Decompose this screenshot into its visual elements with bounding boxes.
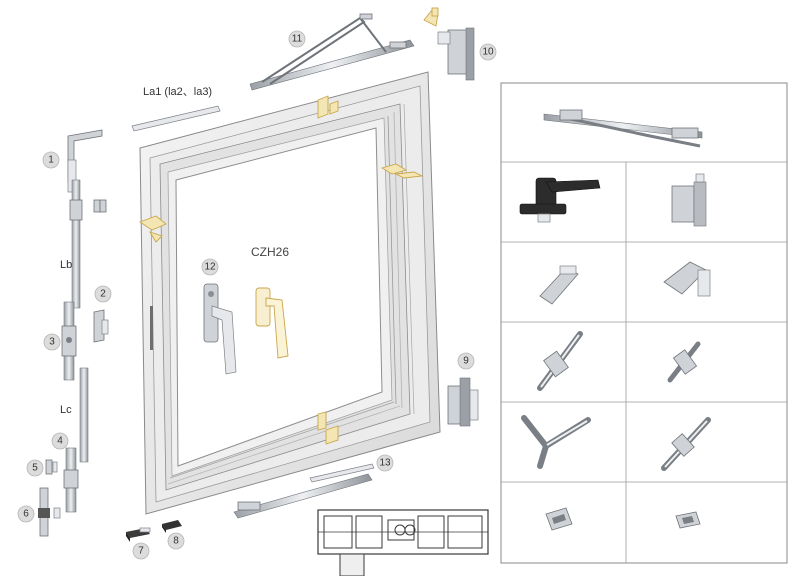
locking-4 [63,447,79,513]
callout-11: 11 [288,30,306,48]
svg-text:12: 12 [204,262,216,273]
svg-text:5: 5 [32,463,38,474]
hinge-9 [447,377,479,427]
cell-gearbox [537,331,583,391]
corner-drive [67,129,103,193]
frame-keeper-bottom [317,411,339,445]
bottom-stay-13 [233,463,375,519]
friction-stay-11 [249,13,415,91]
svg-text:4: 4 [57,436,63,447]
window-frame [139,71,441,515]
cell-corner-drive [521,415,591,469]
callout-2: 2 [94,285,112,303]
svg-text:6: 6 [23,509,29,520]
callout-5: 5 [26,459,44,477]
keeper-5 [45,459,58,475]
cell-friction-stay [543,109,703,148]
callout-9: 9 [457,352,475,370]
cell-locking-block [667,341,701,383]
handle-12 [203,283,237,375]
cell-hinge-top [671,173,707,227]
callout-8: 8 [167,532,185,550]
cell-black-handle [519,177,601,223]
product-grid [500,82,788,564]
keeper-2 [93,309,109,343]
frame-keeper-left [139,215,167,243]
callout-10: 10 [479,43,497,61]
callout-12: 12 [201,258,219,276]
cell-keeper-a [545,507,573,531]
svg-text:9: 9 [463,356,469,367]
callout-1: 1 [42,151,60,169]
lc-label: Lc [60,404,72,416]
block-7 [126,527,151,542]
profile-cross-section [317,509,489,576]
svg-text:8: 8 [173,536,179,547]
svg-text:3: 3 [49,337,55,348]
callout-6: 6 [17,505,35,523]
cell-corner-keeper [539,265,579,305]
handle-gold [255,287,289,359]
la-label: La1 (la2、la3) [143,86,212,98]
svg-text:7: 7 [138,546,144,557]
cell-hinge-bottom [663,261,711,297]
lc-rod: Lc [60,367,89,463]
svg-text:10: 10 [482,47,494,58]
callout-3: 3 [43,333,61,351]
gearbox-3 [61,301,77,381]
callout-4: 4 [51,432,69,450]
svg-text:2: 2 [100,289,106,300]
cell-locking-rod [661,417,711,471]
cell-keeper-b [675,511,701,529]
hinge-10 [423,7,475,81]
lb-rod: Lb [60,179,107,309]
frame-keeper-top [317,95,339,119]
svg-text:11: 11 [292,34,303,45]
lb-label: Lb [60,259,72,271]
svg-text:1: 1 [48,155,54,166]
callout-13: 13 [376,454,394,472]
svg-text:13: 13 [379,458,391,469]
frame-keeper-right [380,163,424,179]
la-bar: La1 (la2、la3) [131,86,221,132]
handle-model-label: CZH26 [251,245,289,259]
callout-7: 7 [132,542,150,560]
latch-6 [38,487,61,537]
block-8 [162,520,182,533]
